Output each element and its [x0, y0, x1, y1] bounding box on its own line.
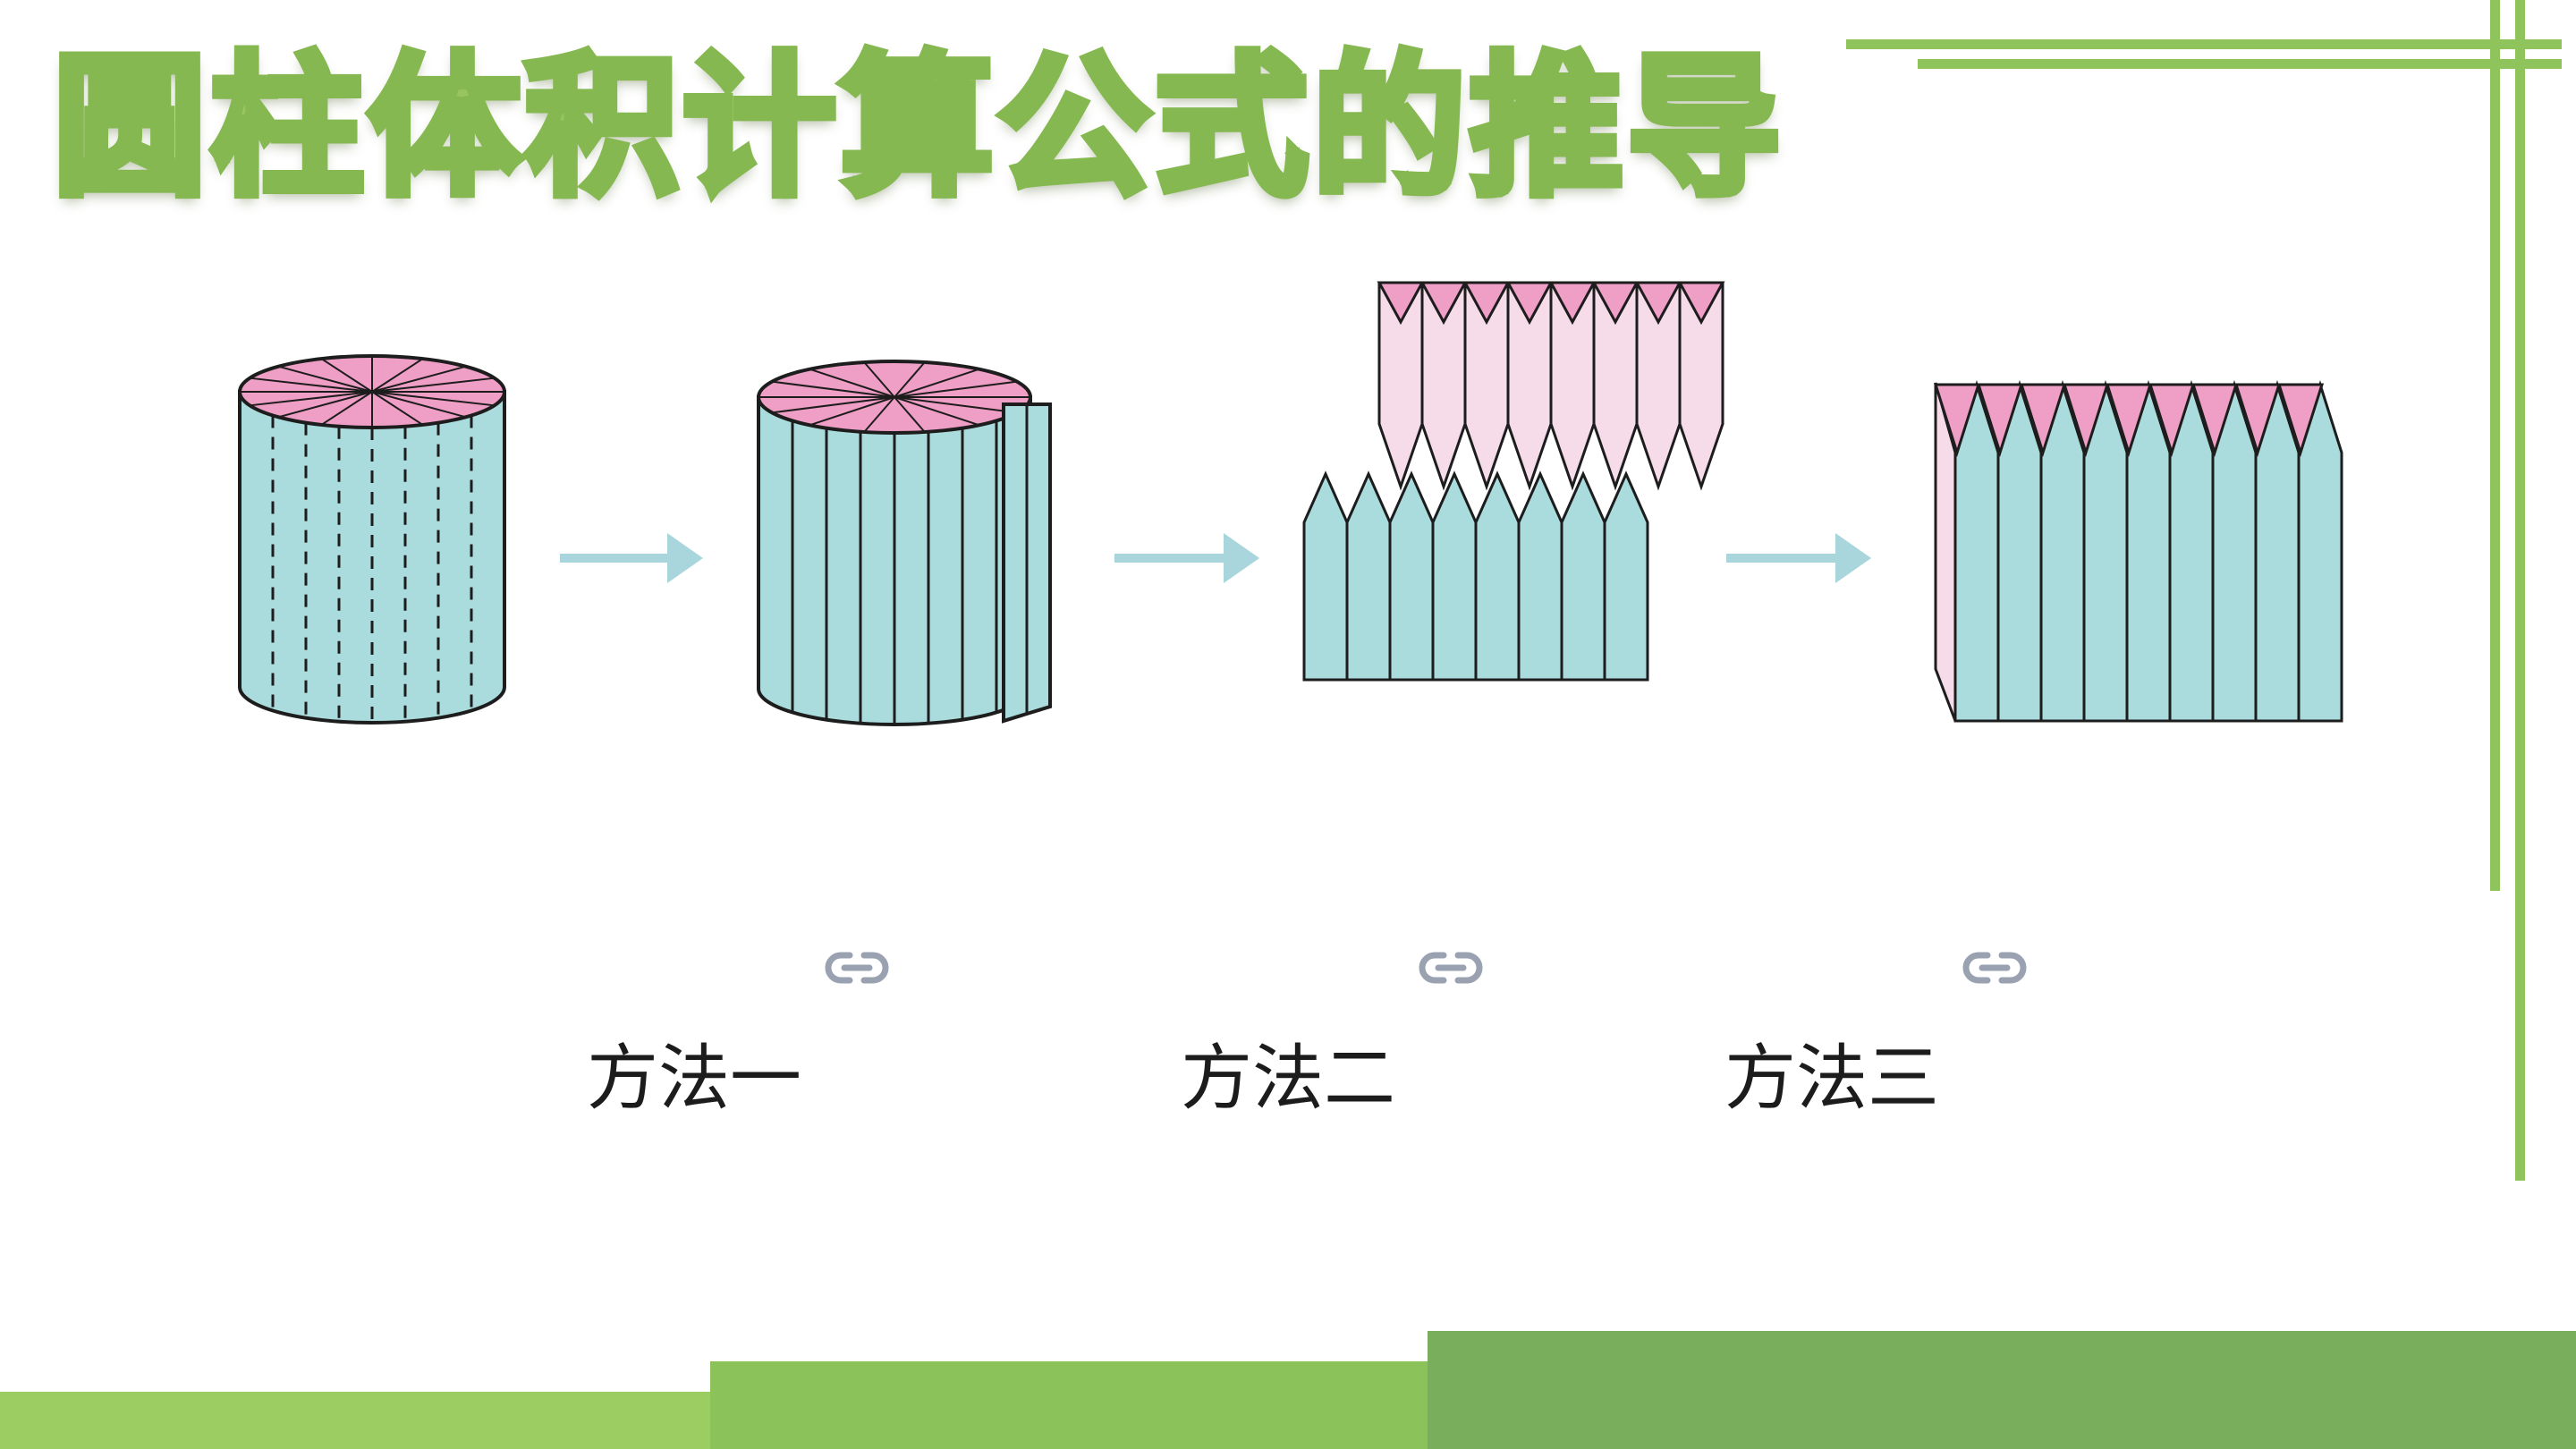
arrow-1-head [667, 533, 703, 583]
cylinder-2-sector-line [894, 396, 1018, 414]
right-deco-line-2 [2515, 0, 2525, 1181]
cylinder-2-sector-line [863, 396, 895, 433]
method3-pink-tooth [2019, 383, 2067, 457]
method2-blue-strip [1302, 470, 1349, 682]
cylinder-1-sector-line [371, 365, 466, 393]
cylinder-1-sector-line [320, 391, 373, 426]
method2-pink-tooth [1505, 281, 1554, 326]
cylinder-2-sector-line [894, 380, 1018, 398]
method-3-link-icon[interactable] [1961, 946, 2029, 989]
bottom-bar-right [1428, 1331, 2576, 1449]
cylinder-2-sector-line [771, 380, 895, 398]
cylinder-1-sector-line [371, 377, 495, 393]
top-deco-line-1 [1846, 39, 2562, 49]
method3-pink-tooth [2233, 383, 2282, 457]
cylinder-2-sector-line [809, 368, 895, 398]
method3-pink-tooth [2105, 383, 2153, 457]
bottom-bar-left [0, 1392, 710, 1449]
cylinder-1-sector-line [278, 365, 373, 393]
cylinder-2-sector-line [771, 396, 895, 414]
method3-pink-tooth [2276, 383, 2325, 457]
method-2-label[interactable]: 方法二 [1181, 1037, 1395, 1120]
method3-pink-tooth [2062, 383, 2110, 457]
method2-pink-tooth [1377, 281, 1425, 326]
method2-pink-tooth [1591, 281, 1640, 326]
method2-blue-strip [1560, 470, 1606, 682]
method2-blue-strip [1603, 470, 1649, 682]
method2-pink-tooth [1462, 281, 1511, 326]
cylinder-2-sector-line [894, 361, 926, 398]
method3-pink-tooth [2190, 383, 2239, 457]
method3-pink-tooth [1976, 383, 2024, 457]
right-deco-line-1 [2490, 0, 2500, 891]
method2-blue-strip [1517, 470, 1563, 682]
cylinder-1-sector-line [371, 358, 424, 393]
bottom-bar-middle [710, 1361, 1428, 1449]
method3-pink-tooth [1933, 383, 1981, 457]
method2-pink-tooth [1634, 281, 1682, 326]
cylinder-1-sector-line [371, 391, 495, 407]
cylinder-1-sector-line [371, 391, 424, 426]
arrow-2-head [1224, 533, 1259, 583]
method2-pink-tooth [1419, 281, 1468, 326]
cylinder-1-sector-line [320, 358, 373, 393]
cylinder-2-sector-line [894, 396, 926, 433]
method-1-label[interactable]: 方法一 [587, 1037, 801, 1120]
method2-pink-tooth [1548, 281, 1597, 326]
method-2-link-icon[interactable] [1417, 946, 1485, 989]
method2-blue-strip [1474, 470, 1521, 682]
cylinder-2-sector-line [863, 361, 895, 398]
method-3-label[interactable]: 方法三 [1724, 1037, 1939, 1120]
cylinder-1-sector-line [371, 391, 466, 419]
method2-blue-strip [1388, 470, 1435, 682]
method2-blue-strip [1345, 470, 1392, 682]
cylinder-2-sector-line [894, 396, 980, 427]
top-deco-line-2 [1918, 59, 2562, 69]
cylinder-2-sector-line [809, 396, 895, 427]
cylinder-1-sector-line [278, 391, 373, 419]
method2-blue-strip [1431, 470, 1478, 682]
cylinder-1-sector-line [250, 391, 373, 407]
arrow-3-head [1835, 533, 1871, 583]
slide-title: 圆柱体积计算公式的推导 [49, 35, 1786, 221]
method2-pink-tooth [1677, 281, 1725, 326]
cylinder-1-sector-line [250, 377, 373, 393]
cylinder-2-sector-line [894, 368, 980, 398]
method3-pink-tooth [2148, 383, 2196, 457]
method-1-link-icon[interactable] [823, 946, 891, 989]
